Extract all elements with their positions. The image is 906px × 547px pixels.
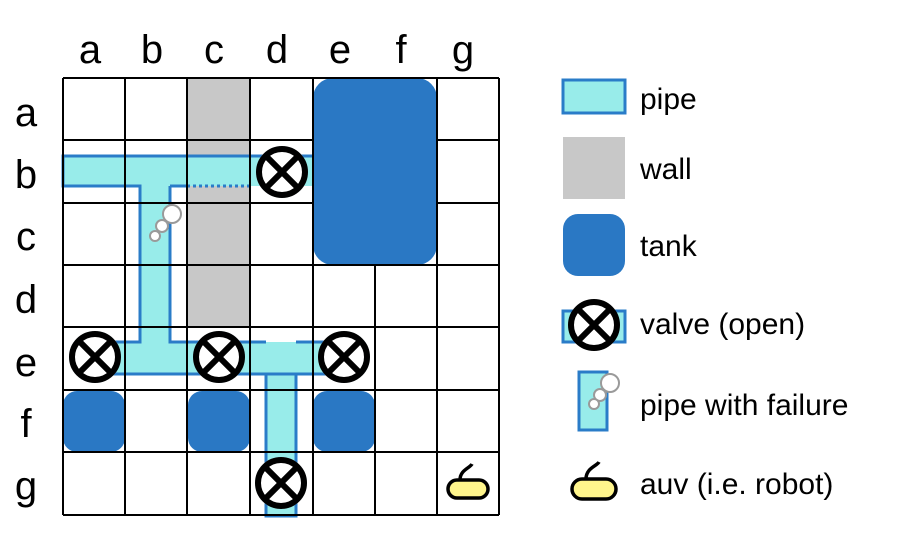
row-label-g: g [14,464,38,508]
legend-tank-label: tank [640,230,697,263]
valve-icon [256,146,308,198]
legend-failure-icon [588,373,620,410]
legend-auv-icon [570,460,618,501]
failure-bubble [588,398,600,410]
tank-large-cover [314,79,436,264]
col-label-c: c [204,28,224,72]
legend-wall-label: wall [640,153,692,186]
legend-auv-label: auv (i.e. robot) [640,468,834,501]
tank-small-cover [314,392,374,451]
valve-cross [262,464,300,502]
tank-small-cover [189,392,249,451]
auv-body [446,478,490,500]
tank-small-cover [64,392,124,451]
legend-pipe-swatch [561,78,627,115]
valve-icon [69,331,121,383]
valve-cross [263,153,301,191]
col-label-f: f [395,28,407,72]
failure-icon [149,204,182,242]
auv-mast [458,462,474,481]
row-label-b: b [14,153,38,197]
failure-bubble [149,230,161,242]
auv-mast [584,460,601,480]
row-label-a: a [14,91,38,135]
valve-icon [318,331,370,383]
valve-cross [76,338,114,376]
col-label-e: e [328,28,352,72]
failure-bubble [593,388,607,402]
valve-cross [200,338,238,376]
col-label-a: a [78,28,102,72]
pipe-outline-dotted [187,154,249,188]
col-label-g: g [451,28,475,72]
failure-bubble [155,219,169,233]
valve-icon [193,331,245,383]
col-label-b: b [140,28,164,72]
legend-wall-swatch [563,137,625,199]
failure-bubble [600,373,620,393]
col-label-d: d [265,28,289,72]
row-label-f: f [20,402,32,446]
valve-icon [255,457,307,509]
row-label-e: e [14,341,38,385]
auv-icon [446,462,490,500]
row-label-c: c [16,215,36,259]
legend-valve-icon [568,299,620,351]
legend-tank-swatch [563,214,625,276]
row-label-d: d [14,278,38,322]
valve-cross [575,306,613,344]
legend-valve-label: valve (open) [640,308,806,341]
auv-body [570,477,618,501]
failure-bubble [162,204,182,224]
valve-cross [325,338,363,376]
legend-pipe-label: pipe [640,83,697,116]
legend-failure-label: pipe with failure [640,389,849,422]
